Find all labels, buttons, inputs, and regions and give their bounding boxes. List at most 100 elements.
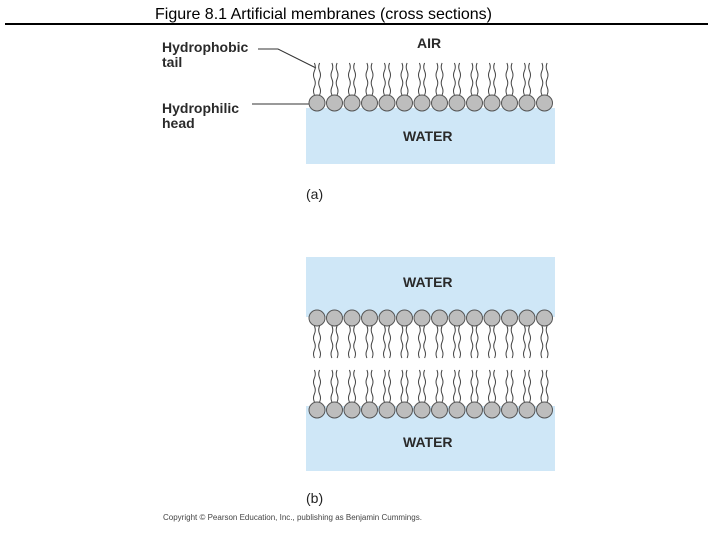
- lipid-tail: [370, 325, 374, 359]
- lipid-tail: [453, 62, 456, 96]
- lipid-tail: [545, 369, 549, 403]
- lipid-head: [343, 309, 361, 327]
- phospholipid: [326, 369, 343, 419]
- lipid-tail: [335, 62, 339, 96]
- lipid-head: [343, 401, 361, 419]
- phospholipid: [448, 309, 466, 359]
- lipid-tail: [388, 62, 391, 96]
- phospholipid: [483, 62, 501, 112]
- lipid-tail: [523, 325, 526, 359]
- phospholipid: [536, 309, 553, 359]
- lipid-tail: [510, 325, 514, 359]
- lipid-tail: [353, 369, 356, 403]
- lipid-head: [518, 401, 536, 419]
- lipid-tail: [475, 62, 479, 96]
- lipid-tail: [330, 325, 334, 359]
- lipid-head: [361, 94, 378, 112]
- phospholipid: [326, 62, 343, 112]
- lipid-tail: [365, 325, 369, 359]
- lipid-tail: [493, 369, 496, 403]
- lipid-head: [448, 309, 466, 327]
- lipid-tail: [493, 325, 496, 359]
- phospholipid: [308, 62, 326, 112]
- lipid-tail: [488, 369, 491, 403]
- hydrophilic-head-label: Hydrophilic head: [162, 101, 239, 131]
- lipid-head: [431, 94, 448, 112]
- water-region-a: [306, 108, 555, 164]
- lipid-tail: [540, 369, 544, 403]
- phospholipid: [431, 369, 448, 419]
- lipid-tail: [348, 369, 351, 403]
- lipid-tail: [418, 325, 421, 359]
- hydrophilic-head-label-line2: head: [162, 115, 195, 131]
- phospholipid: [378, 62, 396, 112]
- lipid-head: [413, 94, 431, 112]
- lipid-head: [518, 94, 536, 112]
- lipid-tail: [400, 325, 404, 359]
- lipid-tail: [370, 62, 374, 96]
- lipid-tail: [458, 325, 461, 359]
- lipid-head: [501, 401, 518, 419]
- lipid-head: [448, 94, 466, 112]
- lipid-head: [361, 309, 378, 327]
- lipid-head: [483, 309, 501, 327]
- lipid-head: [413, 309, 431, 327]
- phospholipid: [536, 62, 553, 112]
- lipid-head: [536, 94, 553, 112]
- lipid-head: [361, 401, 378, 419]
- lipid-head: [396, 94, 413, 112]
- lipid-head: [501, 309, 518, 327]
- phospholipid: [361, 369, 378, 419]
- phospholipid: [413, 369, 431, 419]
- lipid-tail: [400, 369, 404, 403]
- phospholipid: [361, 62, 378, 112]
- lipid-tail: [435, 369, 439, 403]
- lipid-head: [518, 309, 536, 327]
- lipid-head: [308, 401, 326, 419]
- lipid-tail: [523, 62, 526, 96]
- phospholipid: [466, 309, 483, 359]
- lipid-head: [466, 401, 483, 419]
- lipid-tail: [383, 62, 386, 96]
- lipid-tail: [505, 62, 509, 96]
- lipid-tail: [405, 325, 409, 359]
- phospholipid: [396, 62, 413, 112]
- lipid-tail: [440, 325, 444, 359]
- lipid-head: [483, 401, 501, 419]
- lipid-tail: [405, 369, 409, 403]
- phospholipid: [326, 309, 343, 359]
- lipid-tail: [313, 369, 316, 403]
- lipid-tail: [383, 369, 386, 403]
- phospholipid: [466, 369, 483, 419]
- lipid-head: [308, 309, 326, 327]
- title-rule: [5, 23, 708, 25]
- phospholipid: [361, 309, 378, 359]
- phospholipid: [483, 369, 501, 419]
- phospholipid: [378, 369, 396, 419]
- phospholipid: [308, 369, 326, 419]
- lipid-head: [326, 94, 343, 112]
- phospholipid: [518, 309, 536, 359]
- phospholipid: [448, 62, 466, 112]
- lipid-head: [536, 309, 553, 327]
- lipid-head: [396, 309, 413, 327]
- lipid-tail: [510, 62, 514, 96]
- lipid-tail: [470, 369, 474, 403]
- lipid-tail: [528, 325, 531, 359]
- water-label-a: WATER: [403, 128, 453, 144]
- lipid-tail: [388, 369, 391, 403]
- lipid-tail: [440, 369, 444, 403]
- lipid-tail: [523, 369, 526, 403]
- lipid-tail: [435, 325, 439, 359]
- phospholipid: [413, 62, 431, 112]
- phospholipid: [343, 62, 361, 112]
- lipid-tail: [505, 369, 509, 403]
- phospholipid: [431, 62, 448, 112]
- lipid-head: [431, 309, 448, 327]
- lipid-tail: [488, 62, 491, 96]
- lipid-tail: [400, 62, 404, 96]
- phospholipid: [343, 309, 361, 359]
- lipid-tail: [383, 325, 386, 359]
- phospholipid: [501, 309, 518, 359]
- lipid-tail: [540, 62, 544, 96]
